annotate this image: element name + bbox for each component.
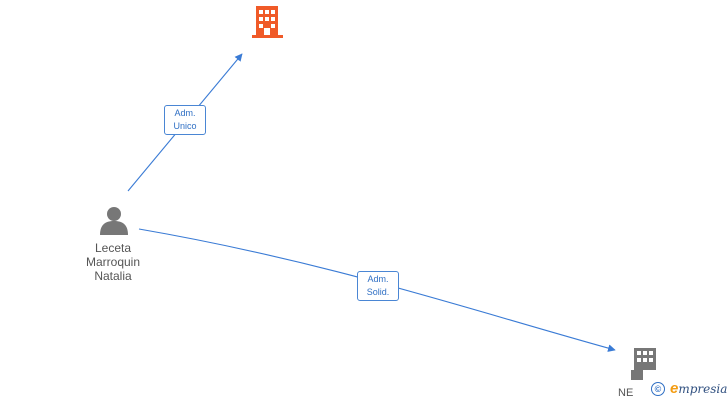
- edge-label-adm-unico[interactable]: Adm. Unico: [164, 105, 206, 135]
- edge-label-line: Adm.: [174, 108, 196, 118]
- edge-label-adm-solid[interactable]: Adm. Solid.: [357, 271, 399, 301]
- person-label: Leceta Marroquin Natalia: [76, 241, 150, 283]
- edge-label-line: Adm.: [367, 274, 389, 284]
- company-bottom-building-icon[interactable]: [631, 348, 656, 380]
- person-label-line: Natalia: [94, 269, 132, 283]
- empresia-watermark: © e mpresia: [651, 380, 727, 397]
- person-label-line: Leceta: [94, 241, 132, 255]
- company-top-building-icon[interactable]: [252, 6, 283, 38]
- edge-label-line: Solid.: [366, 287, 390, 297]
- brand-initial: e: [670, 380, 679, 397]
- person-icon[interactable]: [100, 207, 128, 235]
- person-label-line: Marroquin: [85, 255, 141, 269]
- brand-name: mpresia: [678, 381, 728, 396]
- company-bottom-label: NE: [618, 387, 634, 399]
- edge-label-line: Unico: [173, 121, 197, 131]
- copyright-icon: ©: [651, 381, 665, 396]
